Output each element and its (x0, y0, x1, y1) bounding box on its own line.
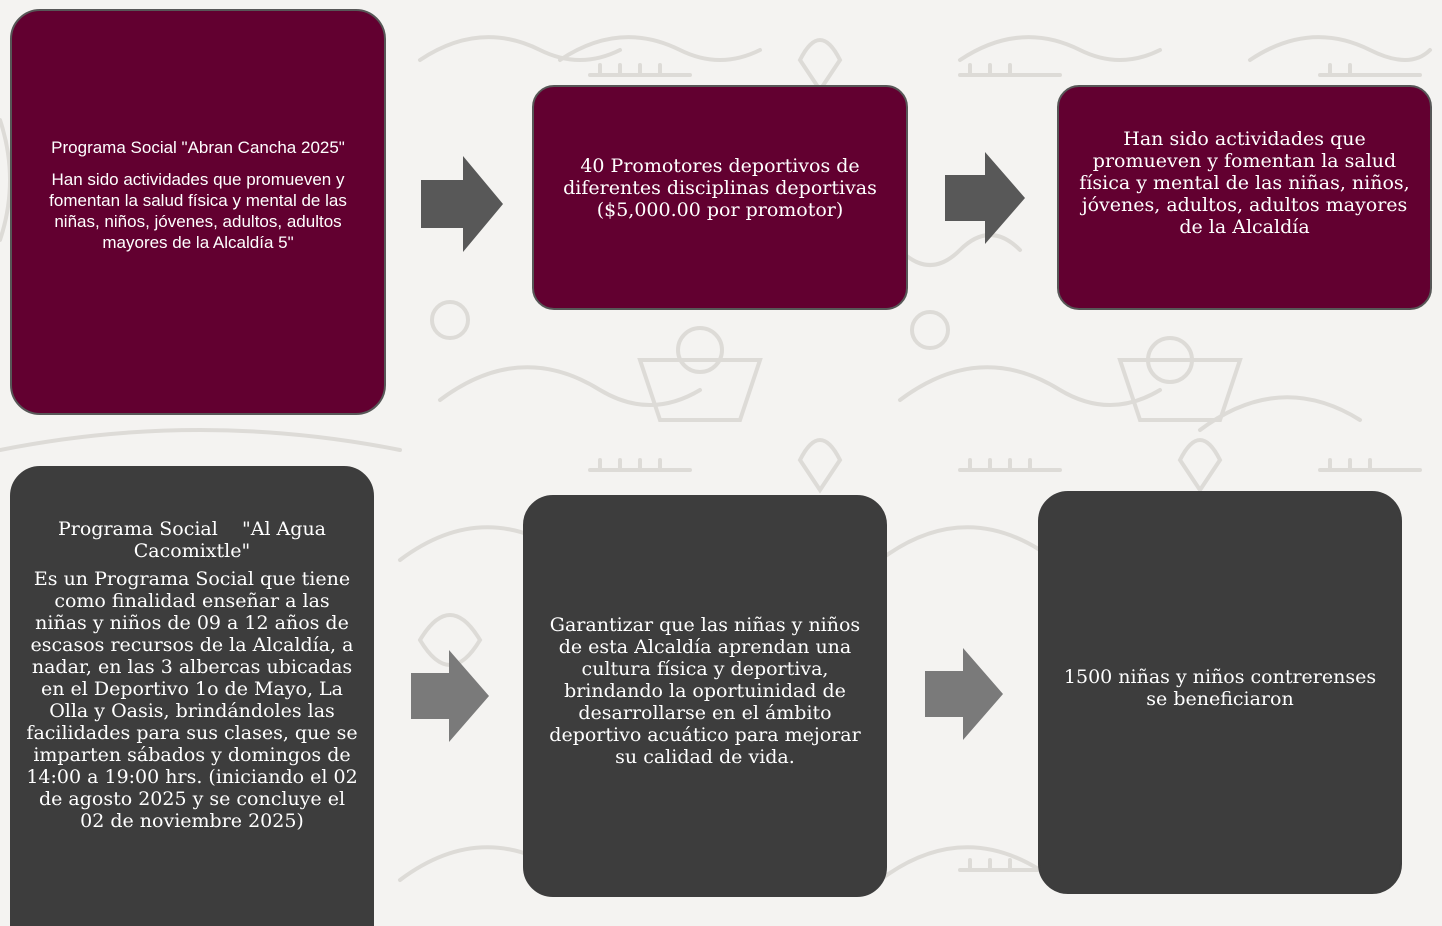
abran-cancha-result-text: Han sido actividades que promueven y fom… (1079, 127, 1410, 238)
abran-cancha-result-box: Han sido actividades que promueven y fom… (1057, 85, 1432, 310)
promotores-box: 40 Promotores deportivos de diferentes d… (532, 85, 908, 310)
promotores-text: 40 Promotores deportivos de diferentes d… (563, 154, 877, 221)
program-abran-cancha-title: Programa Social "Abran Cancha 2025" (51, 138, 345, 157)
al-agua-objective-box: Garantizar que las niñas y niños de esta… (523, 495, 887, 897)
program-al-agua-box: Programa Social "Al Agua Cacomixtle" Es … (10, 466, 374, 926)
program-al-agua-description: Es un Programa Social que tiene como fin… (26, 568, 358, 832)
al-agua-result-box: 1500 niñas y niños contrerenses se benef… (1038, 491, 1402, 894)
arrow-right-icon (925, 648, 1003, 740)
arrow-right-icon (411, 650, 489, 742)
arrow-right-icon (421, 156, 503, 252)
program-abran-cancha-description: Han sido actividades que promueven y fom… (49, 170, 347, 252)
al-agua-result-text: 1500 niñas y niños contrerenses se benef… (1063, 666, 1377, 710)
program-abran-cancha-box: Programa Social "Abran Cancha 2025" Han … (10, 9, 386, 415)
program-al-agua-title: Programa Social "Al Agua Cacomixtle" (57, 518, 333, 562)
al-agua-objective-text: Garantizar que las niñas y niños de esta… (549, 614, 861, 768)
arrow-right-icon (945, 152, 1025, 244)
